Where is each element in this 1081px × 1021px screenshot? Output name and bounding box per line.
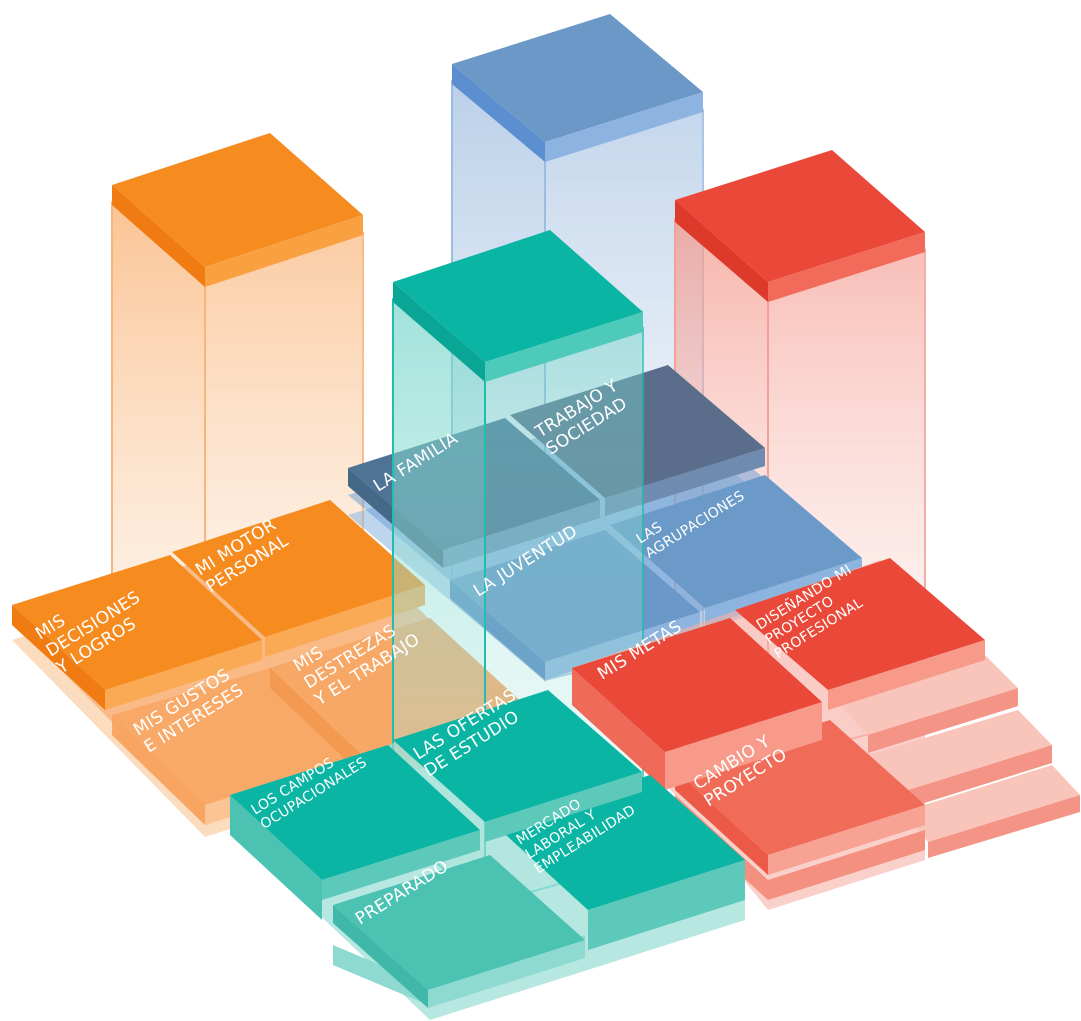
red-stairs <box>835 655 1080 858</box>
tile-disenando[interactable] <box>735 558 985 710</box>
tile-preparado[interactable] <box>333 855 585 1008</box>
tile-los-campos[interactable] <box>230 745 480 920</box>
tile-mis-metas[interactable] <box>572 618 822 790</box>
tile-las-ofertas[interactable] <box>393 690 642 842</box>
tile-mi-motor[interactable] <box>172 500 425 657</box>
tile-mis-decisiones[interactable] <box>12 555 262 710</box>
